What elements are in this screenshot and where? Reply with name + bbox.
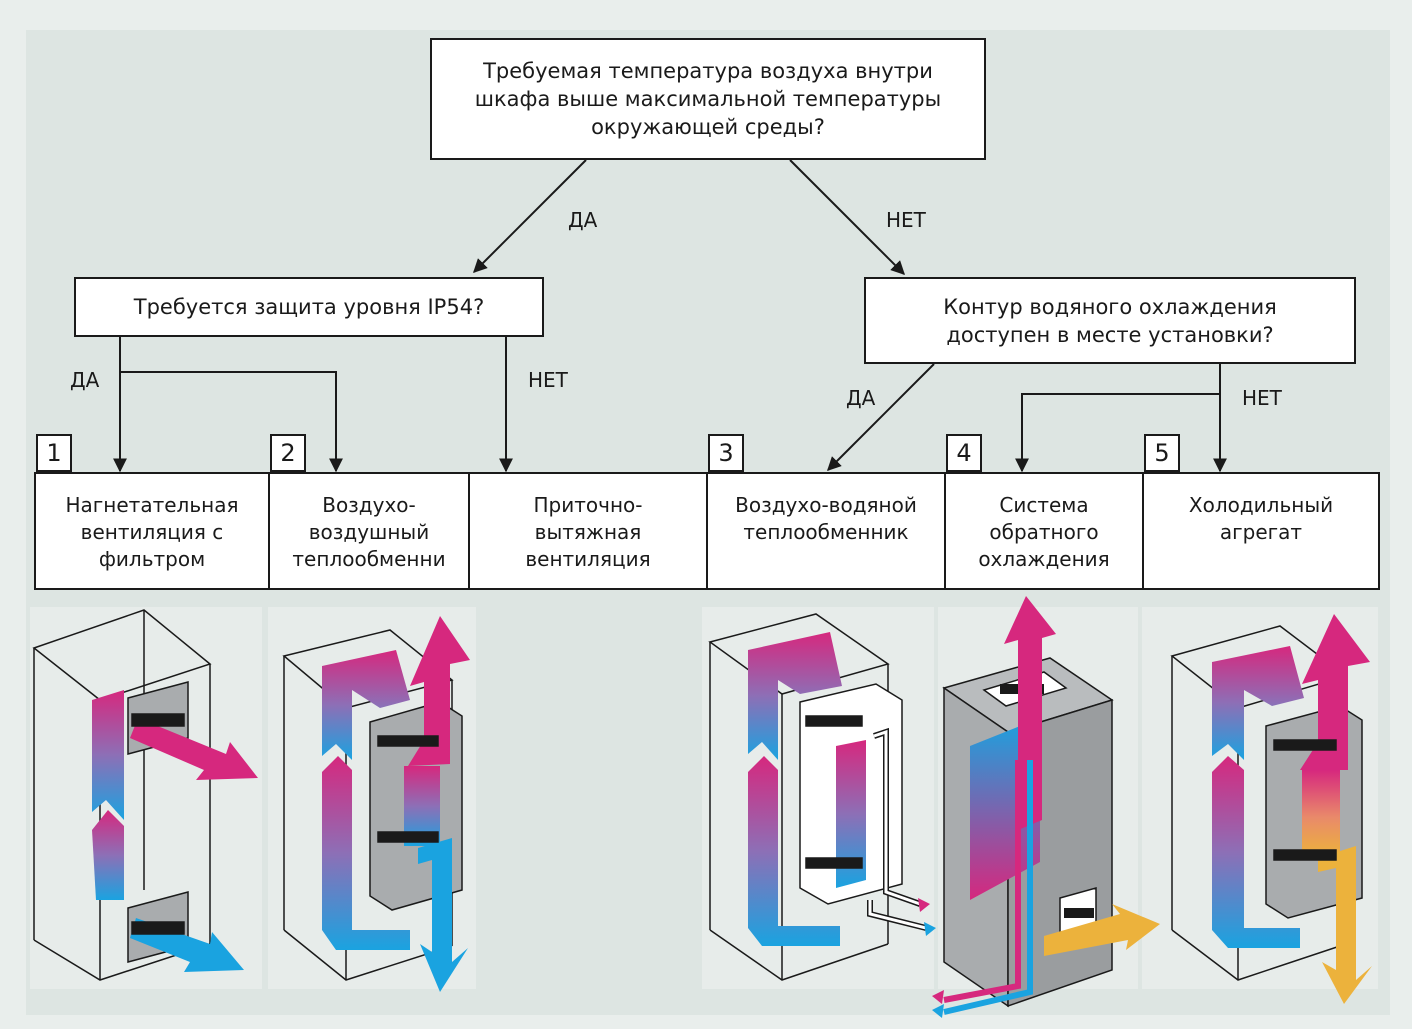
option-cooling-unit: Холодильный агрегат [1188, 493, 1334, 544]
option-number-1: 1 [36, 434, 72, 472]
option-recooling-system: Система обратного охлаждения [946, 474, 1144, 588]
label-right-yes: ДА [846, 386, 876, 410]
options-row: Нагнетательная вентиляция с фильтром Воз… [34, 472, 1380, 590]
option-forced-ventilation: Нагнетательная вентиляция с фильтром [36, 474, 270, 588]
label-left-yes: ДА [70, 368, 100, 392]
option-air-water-exchanger: Воздухо-водяной теплообменник [708, 474, 946, 588]
option-number-5: 5 [1144, 434, 1180, 472]
arrow-to-option-3 [827, 363, 935, 471]
label-left-no: НЕТ [528, 368, 568, 392]
option-number-2: 2 [270, 434, 306, 472]
arrow-top-yes [473, 159, 587, 273]
illustration-3 [708, 613, 936, 981]
option-number-3: 3 [708, 434, 744, 472]
option-supply-exhaust: Приточно- вытяжная вентиляция [470, 474, 708, 588]
question-water-circuit: Контур водяного охлаждения доступен в ме… [864, 277, 1356, 364]
option-air-air-exchanger: Воздухо- воздушный теплообменни [270, 474, 470, 588]
arrow-to-option-2 [120, 371, 343, 473]
illustration-5 [1170, 614, 1372, 1004]
label-top-yes: ДА [568, 208, 598, 232]
question-ip54: Требуется защита уровня IP54? [74, 277, 544, 337]
question-top: Требуемая температура воздуха внутри шка… [430, 38, 986, 160]
option-number-4: 4 [946, 434, 982, 472]
label-top-no: НЕТ [886, 208, 926, 232]
arrow-top-no [789, 159, 905, 275]
illustration-4 [932, 596, 1160, 1018]
label-right-no: НЕТ [1242, 386, 1282, 410]
illustration-2 [282, 616, 470, 992]
illustration-1 [32, 609, 258, 981]
